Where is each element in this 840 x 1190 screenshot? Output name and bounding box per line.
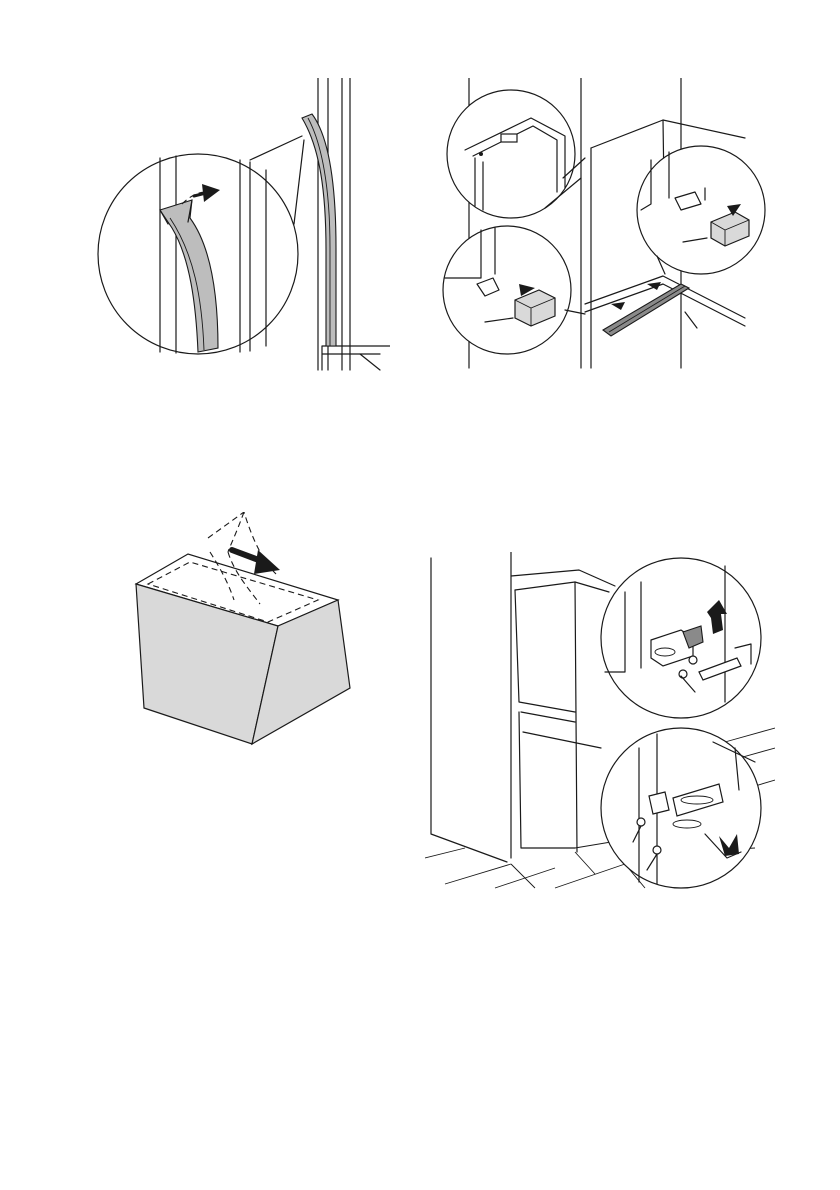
door-hinge-bracket-icon	[425, 552, 775, 892]
adhesive-strip-box-illustration	[128, 512, 358, 752]
cover-cap-illustration	[435, 78, 775, 373]
door-seal-fitting-icon	[90, 78, 390, 378]
door-hinge-mounting-illustration	[425, 552, 775, 892]
cover-cap-fitting-icon	[435, 78, 775, 373]
adhesive-box-icon	[128, 512, 358, 752]
door-seal-illustration	[90, 78, 390, 378]
